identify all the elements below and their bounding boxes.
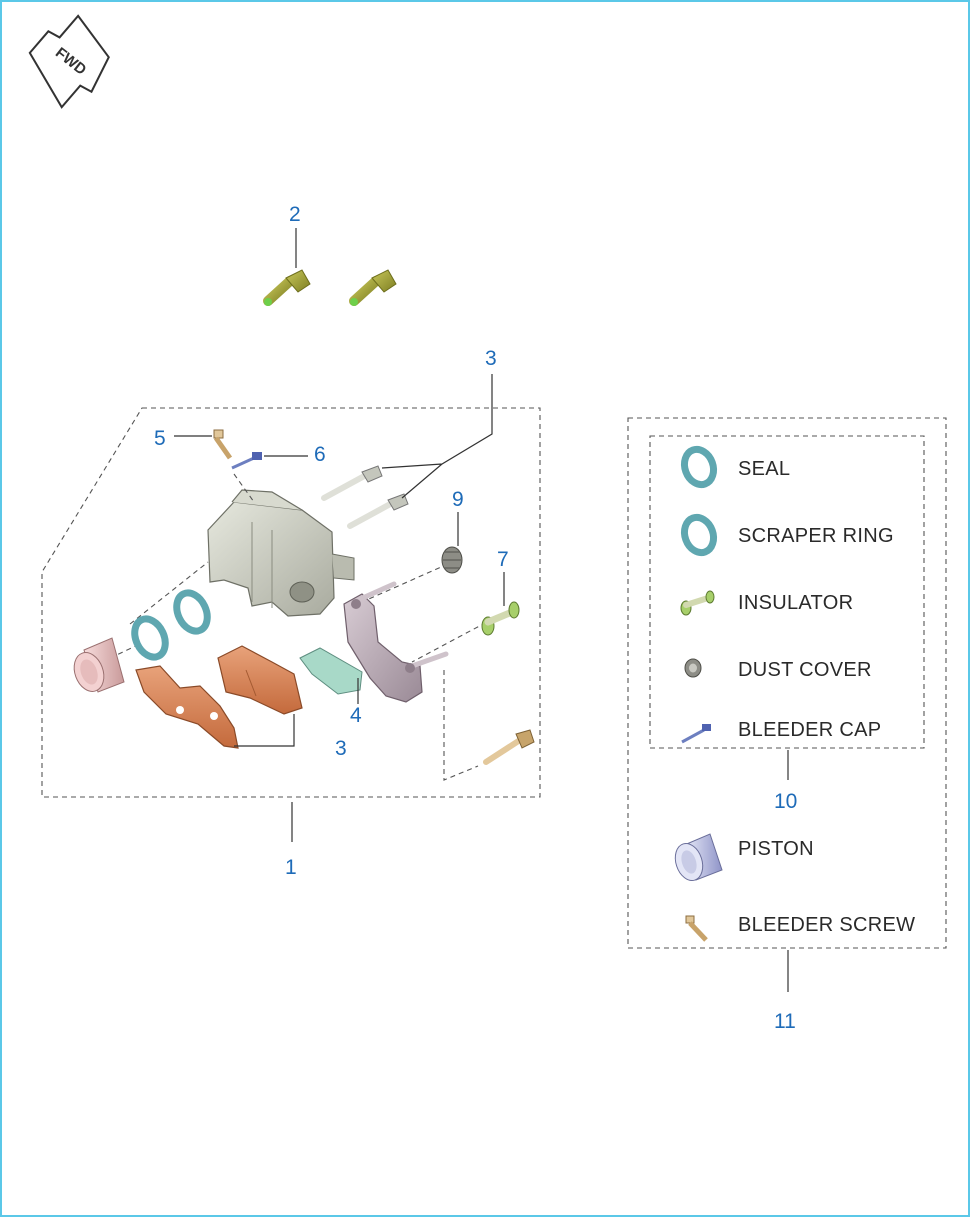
caliper-body-icon <box>207 489 355 617</box>
pad-spring-icon <box>299 647 363 695</box>
kit-label-dust-cover: DUST COVER <box>738 659 872 681</box>
mounting-bolt-icon <box>483 729 535 765</box>
callout-2: 2 <box>289 203 301 226</box>
kit-label-piston: PISTON <box>738 838 814 860</box>
kit-label-scraper-ring: SCRAPER RING <box>738 525 894 547</box>
callout-3-bottom: 3 <box>335 737 347 760</box>
callout-5: 5 <box>154 427 166 450</box>
dust-cover-icon <box>441 546 463 574</box>
bleeder-screw-kit-icon <box>685 915 708 942</box>
callout-1: 1 <box>285 856 297 879</box>
seal-icon <box>680 445 718 489</box>
caliper-bracket-icon <box>343 581 449 703</box>
kit-label-bleeder-cap: BLEEDER CAP <box>738 719 881 741</box>
callout-11: 11 <box>774 1010 796 1033</box>
assembly-guides <box>109 473 503 781</box>
leader-line-3-top <box>381 374 493 499</box>
bleeder-cap-icon <box>231 452 262 470</box>
callout-4: 4 <box>350 704 362 727</box>
bleeder-cap-kit-icon <box>681 724 711 744</box>
piston-seal-icon <box>131 589 211 661</box>
callout-9: 9 <box>452 488 464 511</box>
dust-cover-kit-icon <box>684 658 702 678</box>
kit-11-boundary <box>627 417 947 949</box>
assembly-boundary <box>41 407 541 798</box>
callout-7: 7 <box>497 548 509 571</box>
insulator-kit-icon <box>680 590 715 616</box>
kit-label-bleeder-screw: BLEEDER SCREW <box>738 914 915 936</box>
scraper-ring-icon <box>680 513 718 557</box>
slide-pin-icon <box>321 465 409 529</box>
kit-10-boundary <box>649 435 925 749</box>
brake-pad-icon <box>135 645 303 749</box>
callout-3-top: 3 <box>485 347 497 370</box>
fwd-arrow-icon: FWD <box>28 14 110 109</box>
kit-label-seal: SEAL <box>738 458 790 480</box>
bleeder-screw-icon <box>213 429 233 460</box>
callout-10: 10 <box>774 790 797 813</box>
kit-label-insulator: INSULATOR <box>738 592 853 614</box>
caliper-bolt-icon <box>263 269 397 306</box>
piston-kit-icon <box>674 833 723 882</box>
insulator-icon <box>481 601 520 636</box>
leader-line-3-bottom <box>234 714 295 747</box>
callout-6: 6 <box>314 443 326 466</box>
piston-icon <box>73 637 125 693</box>
